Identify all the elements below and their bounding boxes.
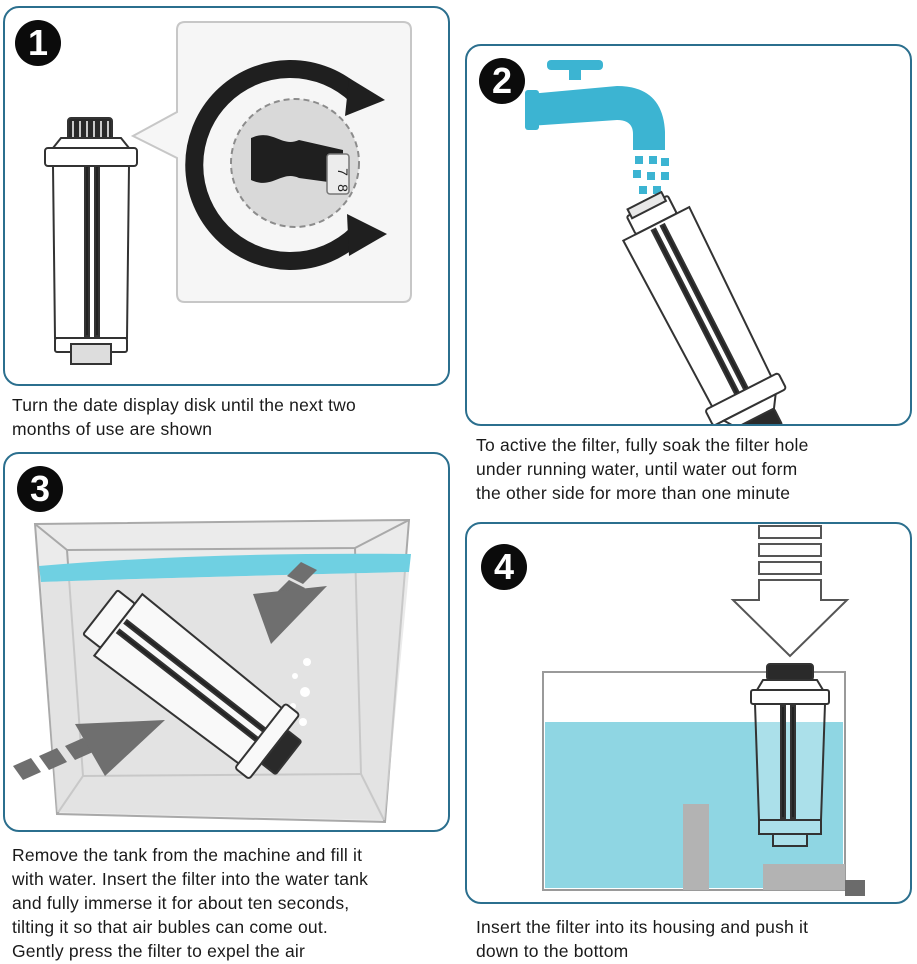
step-4-panel: 4 <box>465 522 912 904</box>
step-4-caption: Insert the filter into its housing and p… <box>476 915 808 963</box>
step-2-caption: To active the filter, fully soak the fil… <box>476 433 809 505</box>
step-2-caption-line: under running water, until water out for… <box>476 459 798 479</box>
step-3-caption-line: with water. Insert the filter into the w… <box>12 869 369 889</box>
step-3-caption: Remove the tank from the machine and fil… <box>12 843 368 963</box>
step-3-caption-line: and fully immerse it for about ten secon… <box>12 893 350 913</box>
filter-cartridge <box>750 663 830 847</box>
step-1-badge: 1 <box>15 20 61 66</box>
step-3-caption-line: Gently press the filter to expel the air <box>12 941 305 961</box>
filter-cartridge <box>82 589 302 779</box>
insert-arrow-icon <box>13 720 165 780</box>
down-arrow-icon <box>730 525 850 658</box>
filter-cartridge <box>621 190 787 424</box>
air-bubbles <box>290 658 311 726</box>
step-3-caption-line: tilting it so that air bubles can come o… <box>12 917 328 937</box>
water-tap-icon <box>525 60 665 150</box>
step-3-caption-line: Remove the tank from the machine and fil… <box>12 845 363 865</box>
disk-digit-7: 7 <box>335 168 351 176</box>
step-2-illustration <box>525 60 787 424</box>
step-4-illustration <box>542 525 865 896</box>
step-3-illustration <box>13 518 411 824</box>
step-4-caption-line: down to the bottom <box>476 941 629 961</box>
rotate-arrows-icon <box>185 60 364 270</box>
step-1-panel: 1 7 8 <box>3 6 450 386</box>
step-4-caption-line: Insert the filter into its housing and p… <box>476 917 809 937</box>
step-2-caption-line: the other side for more than one minute <box>476 483 791 503</box>
disk-digit-8: 8 <box>335 184 351 192</box>
filter-cartridge <box>44 117 138 365</box>
insert-arrow-icon <box>253 562 327 644</box>
date-display-disk <box>230 98 360 228</box>
step-1-caption-line: Turn the date display disk until the nex… <box>12 395 356 415</box>
step-4-badge: 4 <box>481 544 527 590</box>
step-3-panel: 3 <box>3 452 450 832</box>
step-2-badge: 2 <box>479 58 525 104</box>
step-2-caption-line: To active the filter, fully soak the fil… <box>476 435 809 455</box>
step-1-illustration: 7 8 <box>44 21 412 365</box>
step-3-badge: 3 <box>17 466 63 512</box>
step-1-caption: Turn the date display disk until the nex… <box>12 393 356 441</box>
step-1-caption-line: months of use are shown <box>12 419 213 439</box>
step-2-panel: 2 <box>465 44 912 426</box>
